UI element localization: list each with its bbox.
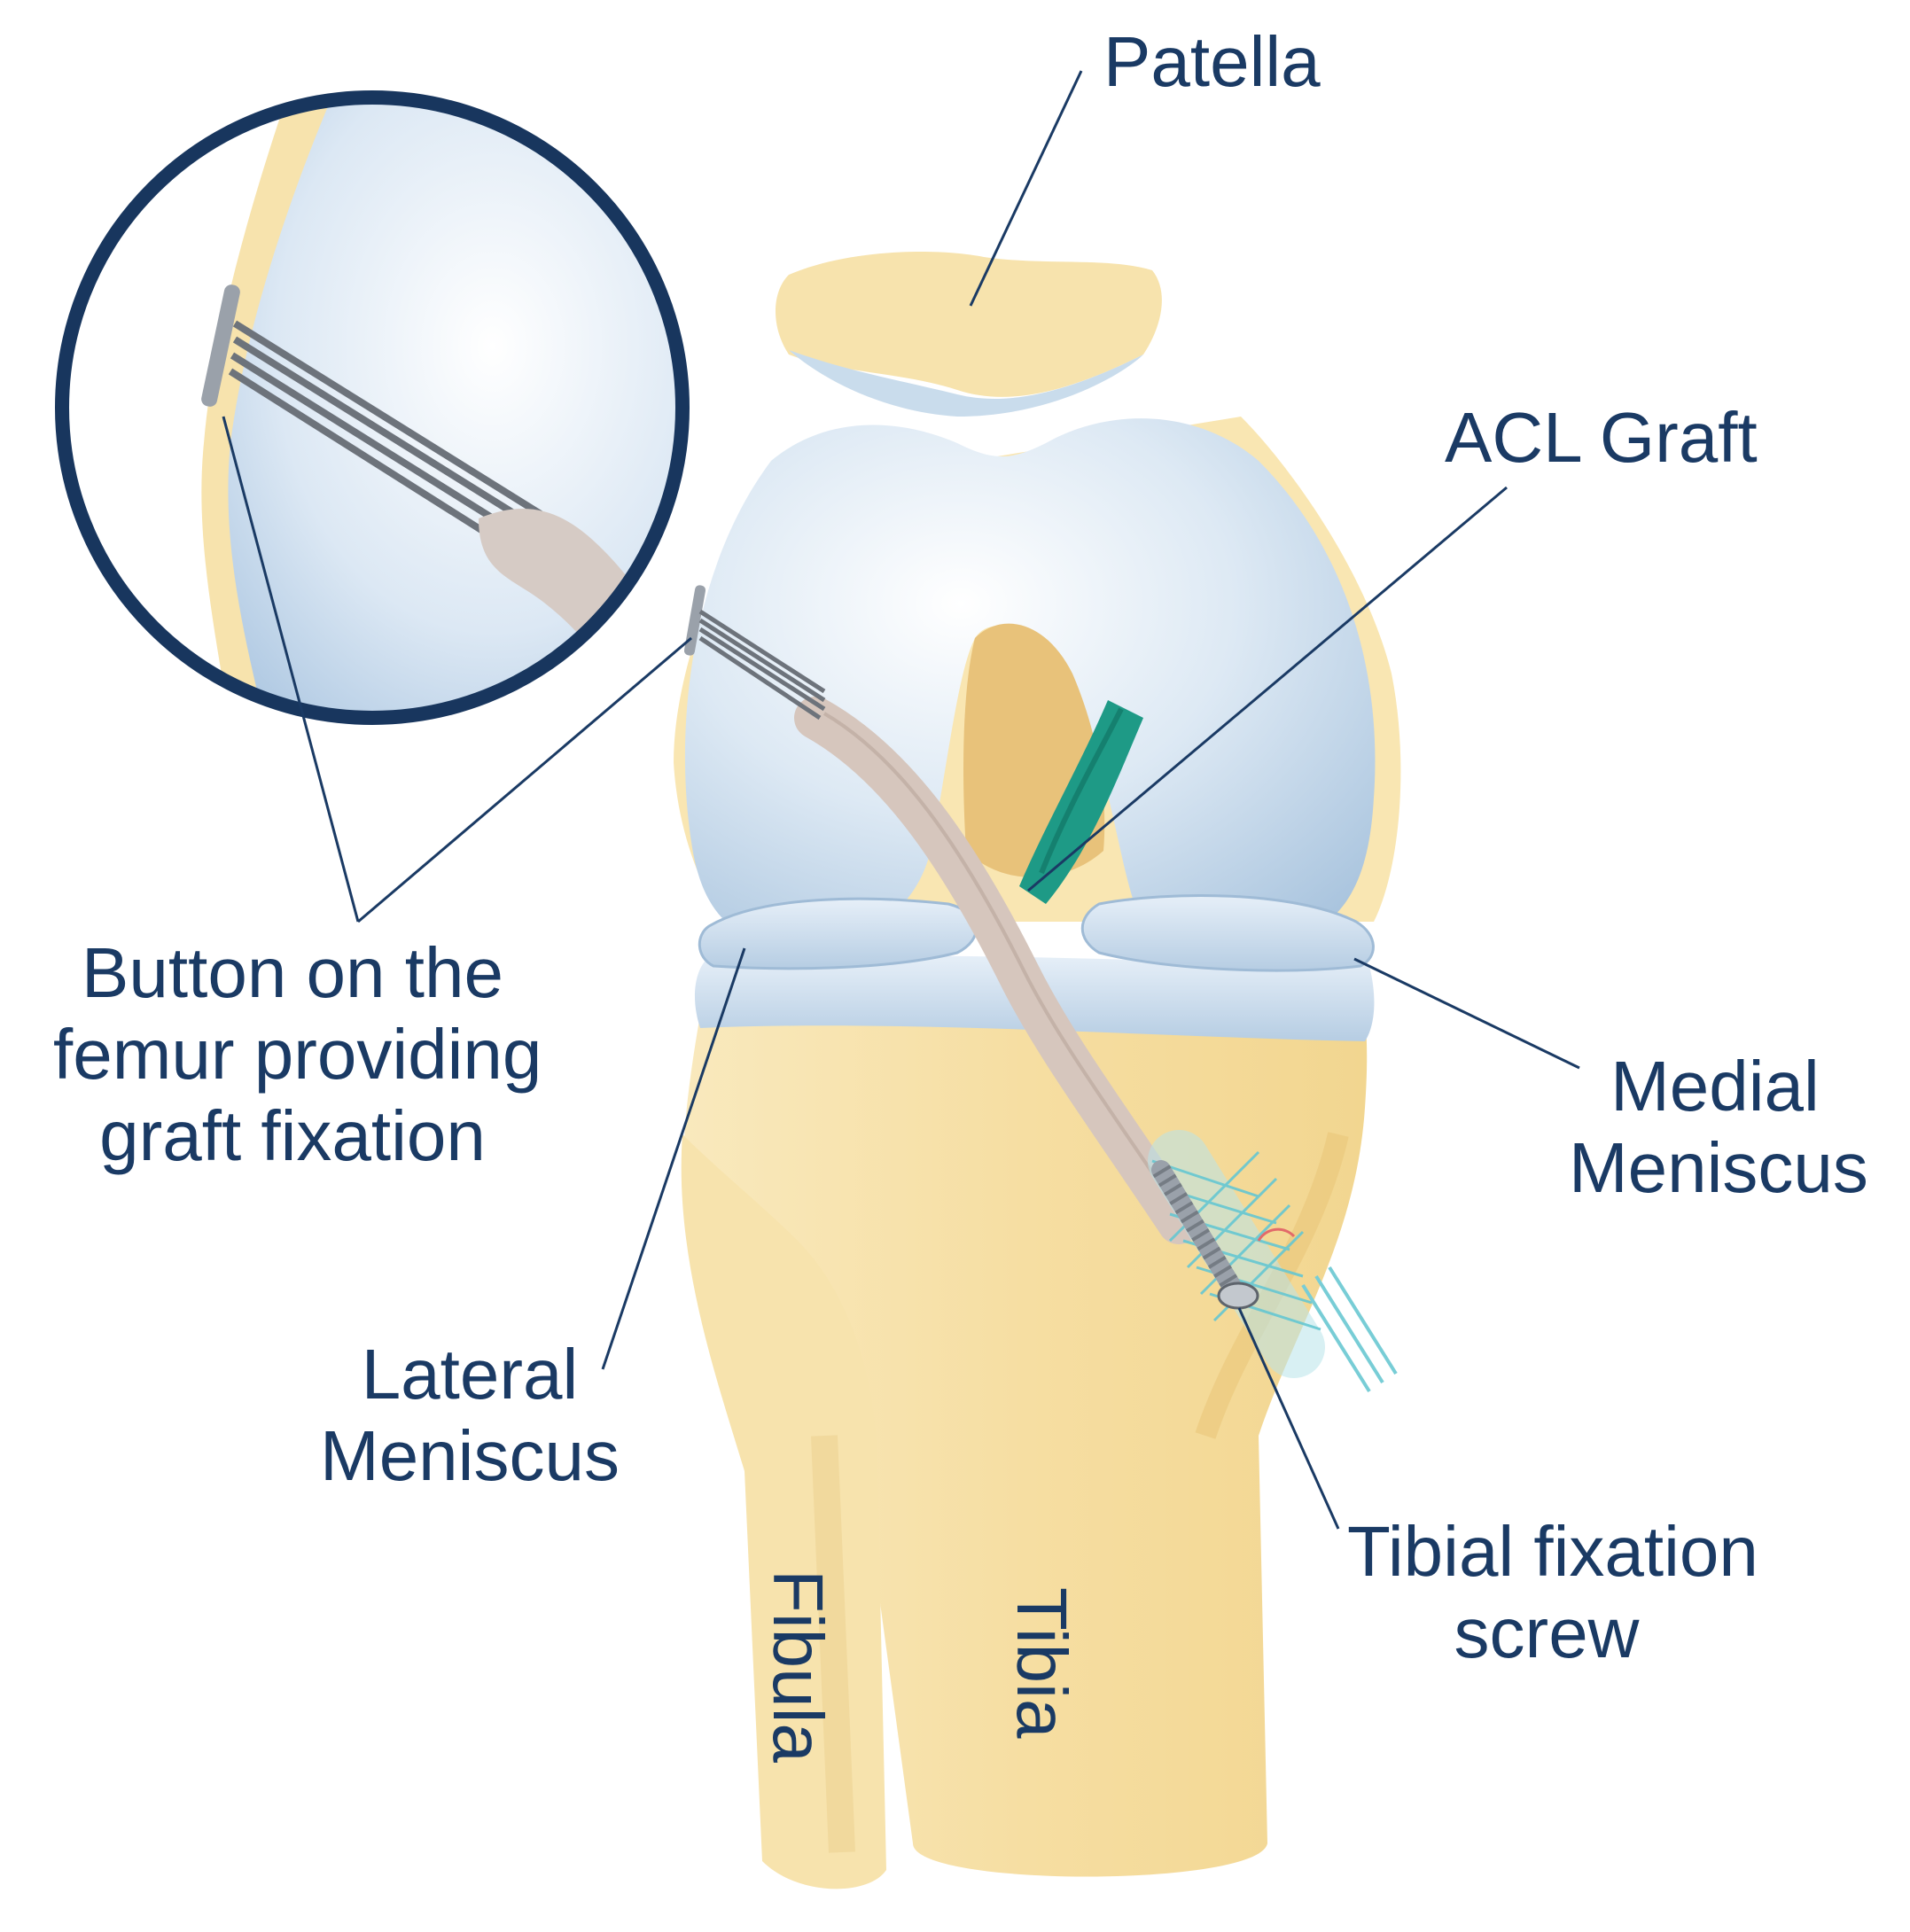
label-button-line1: Button on the <box>82 933 503 1012</box>
label-fibula: Fibula <box>759 1570 838 1763</box>
leader-medial <box>1353 957 1580 1070</box>
leader-button-inset <box>222 416 360 923</box>
leader-lines <box>222 70 1580 1530</box>
label-button-femur: Button on the femur providing graft fixa… <box>53 932 542 1177</box>
leader-patella <box>969 70 1083 307</box>
fibula-bone <box>681 1134 886 1889</box>
medial-meniscus <box>1080 893 1375 972</box>
acl-graft <box>683 585 1200 1244</box>
label-screw-line2: screw <box>1454 1593 1640 1672</box>
label-lateral-line1: Lateral <box>361 1335 579 1414</box>
femoral-condyles <box>684 418 1376 948</box>
label-patella: Patella <box>1103 22 1321 101</box>
leader-button-main <box>357 636 692 923</box>
label-button-line2: femur providing <box>53 1015 542 1094</box>
label-acl-graft: ACL Graft <box>1445 398 1758 477</box>
label-lateral-meniscus: Lateral Meniscus <box>319 1334 620 1497</box>
leader-acl <box>1027 486 1508 892</box>
label-tibia: Tibia <box>1002 1587 1081 1739</box>
tibial-screw <box>1148 1130 1398 1393</box>
label-medial-line1: Medial <box>1610 1047 1820 1126</box>
label-screw-line1: Tibial fixation <box>1347 1512 1758 1591</box>
inset-magnifier <box>55 90 690 725</box>
patella-bone <box>776 252 1162 417</box>
leader-screw <box>1237 1307 1340 1530</box>
label-lateral-line2: Meniscus <box>320 1416 620 1495</box>
lateral-meniscus <box>698 897 978 970</box>
leader-lateral <box>601 947 746 1370</box>
label-tibial-screw: Tibial fixation screw <box>1347 1511 1758 1674</box>
label-button-line3: graft fixation <box>99 1096 486 1175</box>
label-medial-meniscus: Medial Meniscus <box>1569 1046 1868 1209</box>
label-medial-line2: Meniscus <box>1569 1128 1868 1207</box>
